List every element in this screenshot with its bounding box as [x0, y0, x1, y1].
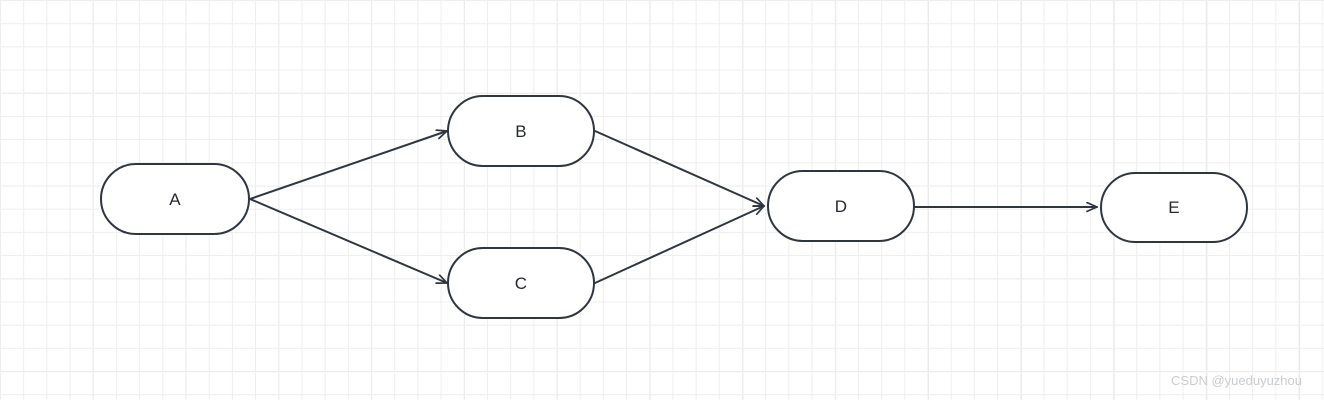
- edge-a-c: [249, 198, 448, 284]
- csdn-watermark: CSDN @yueduyuzhou: [1171, 373, 1302, 388]
- edge-c-d: [594, 205, 765, 284]
- edge-a-b: [249, 131, 448, 200]
- node-b[interactable]: B: [447, 95, 595, 167]
- node-d[interactable]: D: [767, 170, 915, 242]
- node-a-label: A: [169, 189, 181, 209]
- node-e[interactable]: E: [1100, 172, 1248, 243]
- node-c[interactable]: C: [447, 247, 595, 319]
- node-c-label: C: [514, 273, 528, 293]
- node-a[interactable]: A: [100, 163, 250, 235]
- edge-b-d: [594, 130, 765, 207]
- node-d-label: D: [834, 196, 848, 216]
- node-b-label: B: [515, 121, 527, 141]
- node-e-label: E: [1168, 198, 1180, 217]
